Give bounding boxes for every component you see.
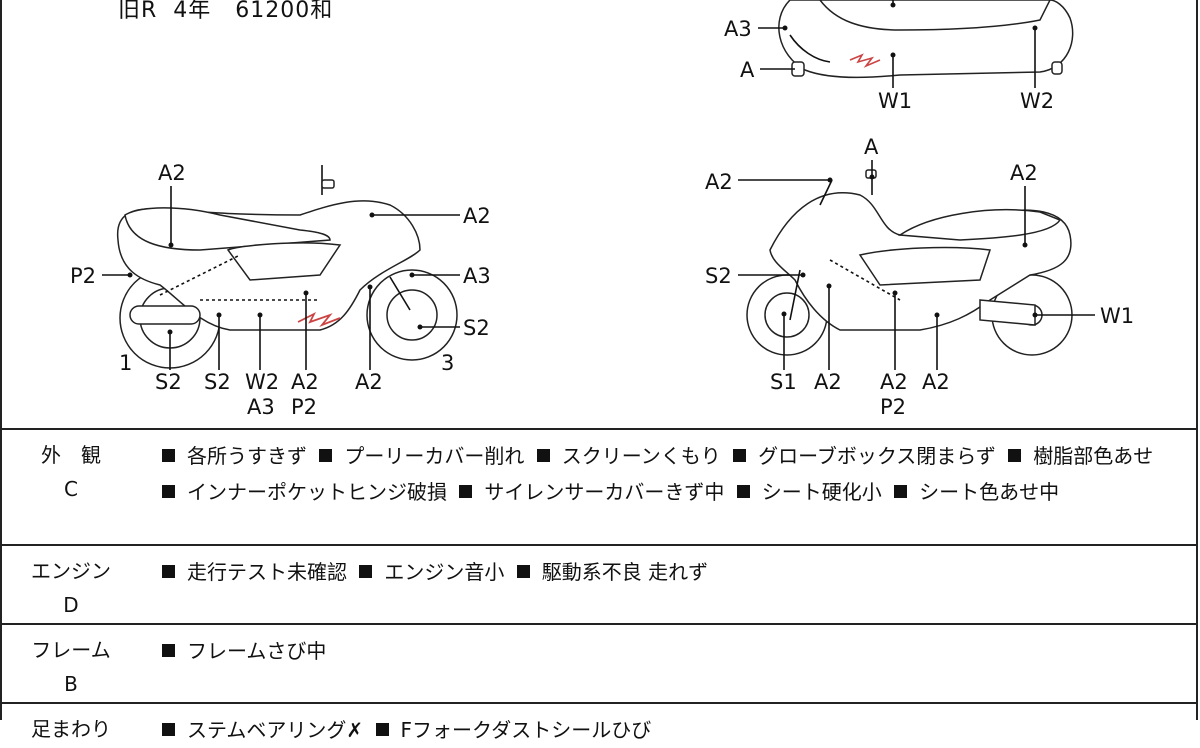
category-label: 足まわり — [31, 717, 111, 741]
left-label-3: 3 — [441, 351, 454, 375]
top-label-a: A — [740, 58, 755, 82]
right-label-a2-screen: A2 — [705, 170, 733, 194]
left-label-a3: A3 — [463, 264, 491, 288]
report-frame — [0, 0, 1198, 720]
left-label-a2-top: A2 — [158, 161, 186, 185]
right-label-s2: S2 — [705, 264, 732, 288]
condition-item: Fフォークダストシールひび — [375, 718, 651, 742]
row-frame: フレーム B フレームさび中 — [0, 623, 1198, 703]
left-view-scooter — [116, 165, 458, 369]
right-label-a2-side: A2 — [922, 370, 950, 394]
condition-item: プーリーカバー削れ — [319, 444, 524, 468]
left-label-p2: P2 — [70, 264, 96, 288]
right-label-a2-mid: A2 — [880, 370, 908, 394]
top-view-scooter — [778, 0, 1074, 79]
condition-item: スクリーンくもり — [536, 444, 721, 468]
category-cell: 外 観 C — [0, 428, 142, 545]
right-label-w1: W1 — [1100, 304, 1134, 328]
right-label-a: A — [864, 135, 879, 159]
category-cell: 足まわり — [0, 702, 142, 748]
left-label-a2-bottom: A2 — [355, 370, 383, 394]
items-cell: 走行テスト未確認 エンジン音小 駆動系不良 走れず — [142, 544, 1198, 624]
top-view-leaders — [758, 0, 1038, 88]
grade-code: D — [63, 593, 79, 617]
left-label-a3-bottom: A3 — [247, 395, 275, 419]
left-label-1: 1 — [119, 351, 132, 375]
top-label-a3: A3 — [724, 17, 752, 41]
right-view-scooter — [746, 169, 1073, 356]
condition-item: フレームさび中 — [162, 639, 326, 663]
row-exterior: 外 観 C 各所うすきず プーリーカバー削れ スクリーンくもり グローブボックス… — [0, 428, 1198, 545]
category-label: エンジン — [31, 559, 111, 583]
category-cell: フレーム B — [0, 623, 142, 703]
category-cell: エンジン D — [0, 544, 142, 624]
condition-item: サイレンサーカバーきず中 — [459, 480, 724, 504]
items-cell: 各所うすきず プーリーカバー削れ スクリーンくもり グローブボックス閉まらず 樹… — [142, 428, 1198, 545]
right-view-leaders — [738, 160, 1095, 370]
row-suspension: 足まわり ステムベアリング✗ Fフォークダストシールひび — [0, 702, 1198, 748]
condition-item: ステムベアリング✗ — [162, 718, 363, 742]
left-label-w2: W2 — [245, 370, 279, 394]
grade-code: C — [64, 477, 78, 501]
right-label-p2: P2 — [880, 395, 906, 419]
left-label-a2-mid: A2 — [291, 370, 319, 394]
grade-code: B — [64, 672, 78, 696]
header-text: 旧R 4年 61200和 — [118, 0, 334, 23]
condition-table: 外 観 C 各所うすきず プーリーカバー削れ スクリーンくもり グローブボックス… — [0, 428, 1198, 748]
right-label-a2-floor: A2 — [814, 370, 842, 394]
condition-item: グローブボックス閉まらず — [733, 444, 996, 468]
condition-item: シート硬化小 — [736, 480, 882, 504]
condition-item: シート色あせ中 — [894, 480, 1059, 504]
left-view-leaders — [102, 186, 460, 370]
condition-item: 駆動系不良 走れず — [516, 560, 708, 584]
right-label-s1: S1 — [770, 370, 797, 394]
condition-item: エンジン音小 — [359, 560, 504, 584]
condition-item: 樹脂部色あせ — [1008, 444, 1153, 468]
items-cell: ステムベアリング✗ Fフォークダストシールひび — [142, 702, 1198, 748]
condition-item: 走行テスト未確認 — [162, 560, 347, 584]
left-label-s2-right: S2 — [463, 316, 490, 340]
top-label-w2: W2 — [1020, 89, 1054, 113]
left-label-s2-a: S2 — [155, 370, 182, 394]
category-label: フレーム — [31, 638, 111, 662]
scooter-diagram: A3 A W1 W2 A2 A2 P2 A3 S2 1 3 S2 S2 W2 — [70, 0, 1134, 419]
condition-item: インナーポケットヒンジ破損 — [162, 480, 447, 504]
condition-item: 各所うすきず — [162, 444, 307, 468]
left-label-p2-bottom: P2 — [291, 395, 317, 419]
right-label-a2-rear: A2 — [1010, 161, 1038, 185]
left-label-a2-front: A2 — [463, 204, 491, 228]
items-cell: フレームさび中 — [142, 623, 1198, 703]
left-label-s2-b: S2 — [204, 370, 231, 394]
top-label-w1: W1 — [878, 89, 912, 113]
row-engine: エンジン D 走行テスト未確認 エンジン音小 駆動系不良 走れず — [0, 544, 1198, 624]
category-label: 外 観 — [41, 443, 101, 467]
